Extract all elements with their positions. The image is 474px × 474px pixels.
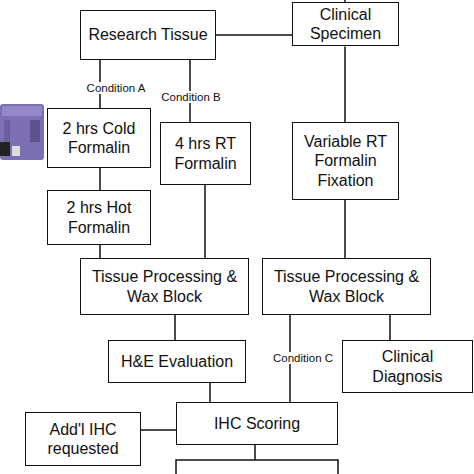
condition-label: Condition A bbox=[86, 82, 147, 94]
process-box: Tissue Processing & Wax Block bbox=[262, 258, 431, 315]
box-text: 2 hrs Cold Formalin bbox=[52, 119, 146, 157]
process-box: Add'l IHC requested bbox=[25, 412, 141, 466]
condition-label: Condition B bbox=[160, 91, 221, 103]
connector-line bbox=[141, 429, 176, 431]
connector-line bbox=[174, 315, 176, 340]
connector-line bbox=[216, 34, 292, 36]
box-text: IHC Scoring bbox=[214, 414, 300, 433]
box-text: Clinical Diagnosis bbox=[347, 347, 468, 385]
condition-label: Condition C bbox=[272, 352, 334, 364]
process-box: Clinical Diagnosis bbox=[342, 340, 473, 393]
connector-line bbox=[344, 200, 346, 258]
connector-line bbox=[99, 245, 101, 258]
connector-line bbox=[389, 315, 391, 340]
box-text: 4 hrs RT Formalin bbox=[165, 134, 246, 172]
box-text: Clinical Specimen bbox=[297, 5, 394, 43]
connector-line bbox=[99, 168, 101, 190]
box-text: Variable RT Formalin Fixation bbox=[297, 132, 394, 190]
cut-line bbox=[254, 445, 256, 460]
process-box: IHC Scoring bbox=[176, 402, 338, 445]
process-box: H&E Evaluation bbox=[108, 340, 246, 383]
process-box: Research Tissue bbox=[80, 10, 216, 60]
cooler-illustration bbox=[0, 104, 44, 160]
box-text: H&E Evaluation bbox=[121, 352, 233, 371]
box-text: Research Tissue bbox=[88, 25, 207, 44]
process-box: Variable RT Formalin Fixation bbox=[292, 122, 399, 200]
box-text: Tissue Processing & Wax Block bbox=[85, 267, 244, 305]
process-box: 2 hrs Hot Formalin bbox=[47, 190, 151, 245]
box-text: 2 hrs Hot Formalin bbox=[52, 198, 146, 236]
connector-line bbox=[204, 185, 206, 258]
box-text: Tissue Processing & Wax Block bbox=[267, 267, 426, 305]
process-box: 2 hrs Cold Formalin bbox=[47, 108, 151, 168]
box-text: Add'l IHC requested bbox=[30, 420, 136, 458]
connector-line bbox=[344, 46, 346, 122]
process-box: Clinical Specimen bbox=[292, 2, 399, 46]
connector-line bbox=[209, 383, 211, 402]
cut-box bbox=[176, 460, 338, 474]
process-box: 4 hrs RT Formalin bbox=[160, 122, 251, 185]
process-box: Tissue Processing & Wax Block bbox=[80, 258, 249, 315]
